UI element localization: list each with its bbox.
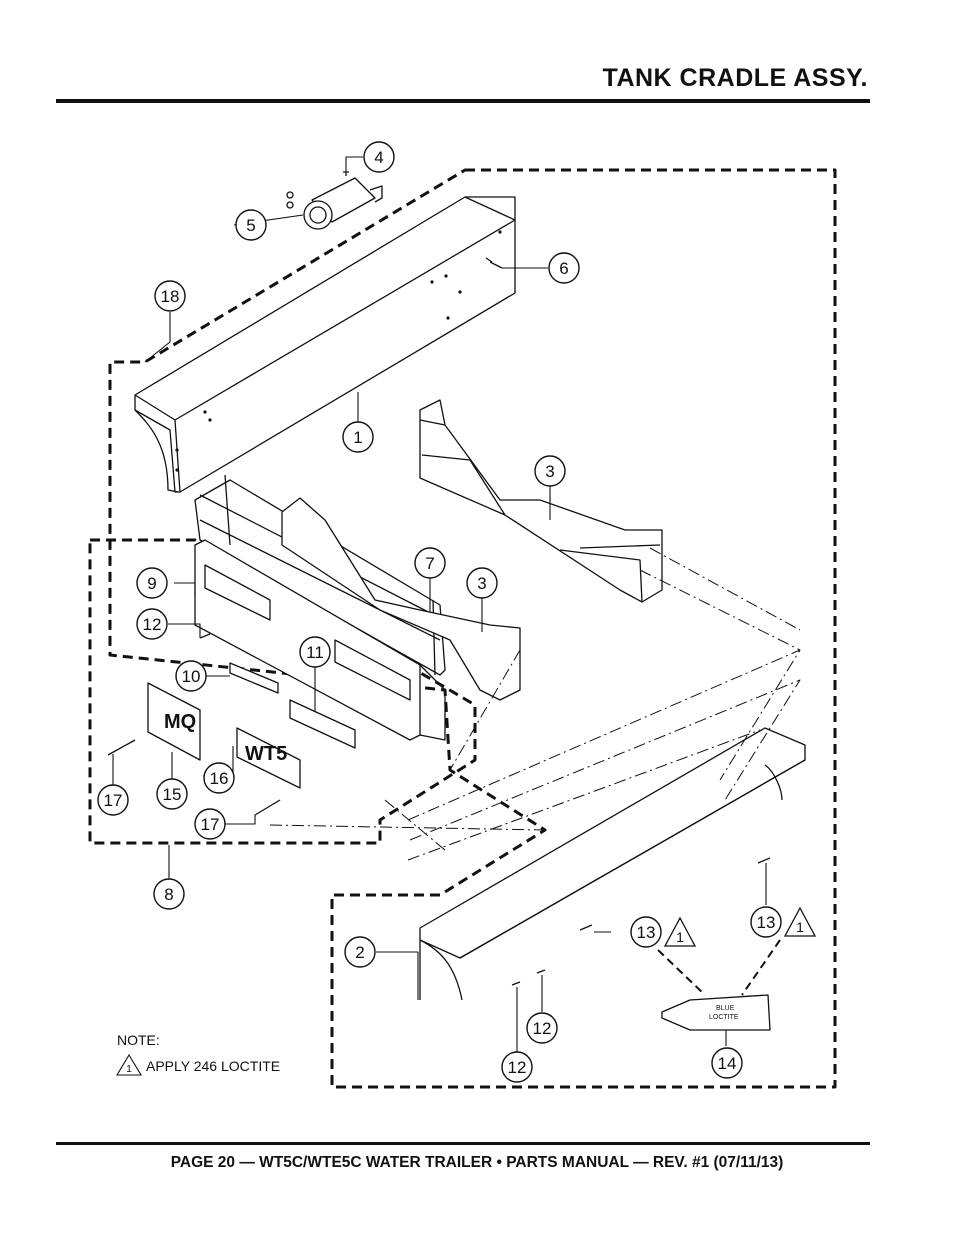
bracket-part-3-lower: [281, 497, 521, 701]
callout-2: [344, 936, 376, 968]
model-plate-label: WT5: [245, 743, 287, 765]
callout-17-left-label: 17: [104, 791, 123, 810]
bolt-part-13-left: [579, 924, 593, 931]
callout-3-lower: [466, 567, 498, 599]
leader-13-to-14-left: [657, 949, 706, 996]
warning-triangle-icon: [116, 1053, 142, 1076]
callout-1-label: 1: [353, 428, 362, 447]
callout-14: [711, 1047, 743, 1079]
callout-13-left-label: 13: [637, 923, 656, 942]
warning-triangle-icon: [663, 916, 697, 947]
bolt-part-6: [485, 257, 503, 269]
warning-triangle-left: 1: [663, 916, 697, 947]
callout-12-right-label: 12: [533, 1019, 552, 1038]
tube-part-14: BLUE LOCTITE: [661, 994, 771, 1031]
header-rule: [56, 99, 870, 103]
warning-triangle-right-number: 1: [796, 919, 804, 935]
note-text: APPLY 246 LOCTITE: [146, 1058, 280, 1074]
callout-13-right: [750, 906, 782, 938]
callout-12-bottom-label: 12: [508, 1058, 527, 1077]
callout-8: [153, 878, 185, 910]
plate-part-16: WT5: [236, 727, 301, 789]
callout-15-label: 15: [163, 785, 182, 804]
bolt-part-12-lower-a: [536, 969, 546, 974]
callout-9-label: 9: [147, 574, 156, 593]
leader-13-to-14-right: [741, 939, 781, 996]
bolt-part-12-lower-b: [511, 981, 521, 986]
plate-part-11: [289, 699, 356, 749]
page-title: TANK CRADLE ASSY.: [602, 64, 868, 92]
callout-5-label: 5: [246, 216, 255, 235]
beam-part-1: [134, 196, 516, 493]
callout-10: [175, 660, 207, 692]
callout-3-upper: [534, 455, 566, 487]
callouts: [97, 141, 782, 1083]
callout-6: [548, 252, 580, 284]
callout-12-upper-label: 12: [143, 615, 162, 634]
light-part-5: [286, 177, 383, 230]
callout-11-label: 11: [306, 643, 324, 662]
warning-triangle-right: 1: [783, 906, 817, 937]
callout-2-label: 2: [355, 943, 364, 962]
callout-4: [363, 141, 395, 173]
callout-9: [136, 567, 168, 599]
bolt-part-12-upper: [199, 633, 211, 639]
callout-7: [414, 547, 446, 579]
note-label: NOTE:: [117, 1032, 160, 1048]
plate-part-10: [229, 662, 279, 694]
callout-13-right-label: 13: [757, 913, 776, 932]
bolt-part-13-right: [757, 857, 771, 864]
callout-14-label: 14: [718, 1054, 737, 1073]
beam-part-2: [419, 727, 806, 1001]
callout-16: [203, 762, 235, 794]
callout-3-lower-label: 3: [477, 574, 486, 593]
bracket-part-3-upper: [419, 399, 663, 603]
page-footer: PAGE 20 — WT5C/WTE5C WATER TRAILER • PAR…: [170, 1154, 784, 1171]
callout-6-label: 6: [559, 259, 568, 278]
footer-rule: [56, 1142, 870, 1145]
callout-15: [156, 778, 188, 810]
note-symbol-number: 1: [126, 1064, 132, 1075]
callout-12-bottom: [501, 1051, 533, 1083]
callout-16-label: 16: [210, 769, 229, 788]
hardware-part-4: [343, 171, 349, 176]
callout-13-left: [630, 916, 662, 948]
callout-10-label: 10: [182, 667, 201, 686]
warning-triangle-icon: [783, 906, 817, 937]
tube-label-line2: LOCTITE: [709, 1014, 739, 1021]
callout-17-right-label: 17: [201, 815, 220, 834]
rivet-part-17-right: [254, 799, 281, 816]
callout-1: [342, 421, 374, 453]
callout-11: [299, 636, 331, 668]
callout-3-upper-label: 3: [545, 462, 554, 481]
callout-18: [154, 280, 186, 312]
tube-label-line1: BLUE: [716, 1005, 735, 1012]
callout-5: [235, 209, 267, 241]
callout-17-left: [97, 784, 129, 816]
callout-12-right: [526, 1012, 558, 1044]
callout-17-right: [194, 808, 226, 840]
plate-part-15: MQ: [147, 682, 201, 761]
callout-8-label: 8: [164, 885, 173, 904]
mq-plate-label: MQ: [164, 711, 196, 733]
callout-12-upper: [136, 608, 168, 640]
note-block: NOTE: 1 APPLY 246 LOCTITE: [116, 1032, 280, 1076]
callout-7-label: 7: [425, 554, 434, 573]
rivet-part-17-left: [107, 739, 136, 756]
callout-4-label: 4: [374, 148, 383, 167]
warning-triangle-left-number: 1: [676, 929, 684, 945]
callout-18-label: 18: [161, 287, 180, 306]
assembly-lines: [269, 547, 801, 861]
